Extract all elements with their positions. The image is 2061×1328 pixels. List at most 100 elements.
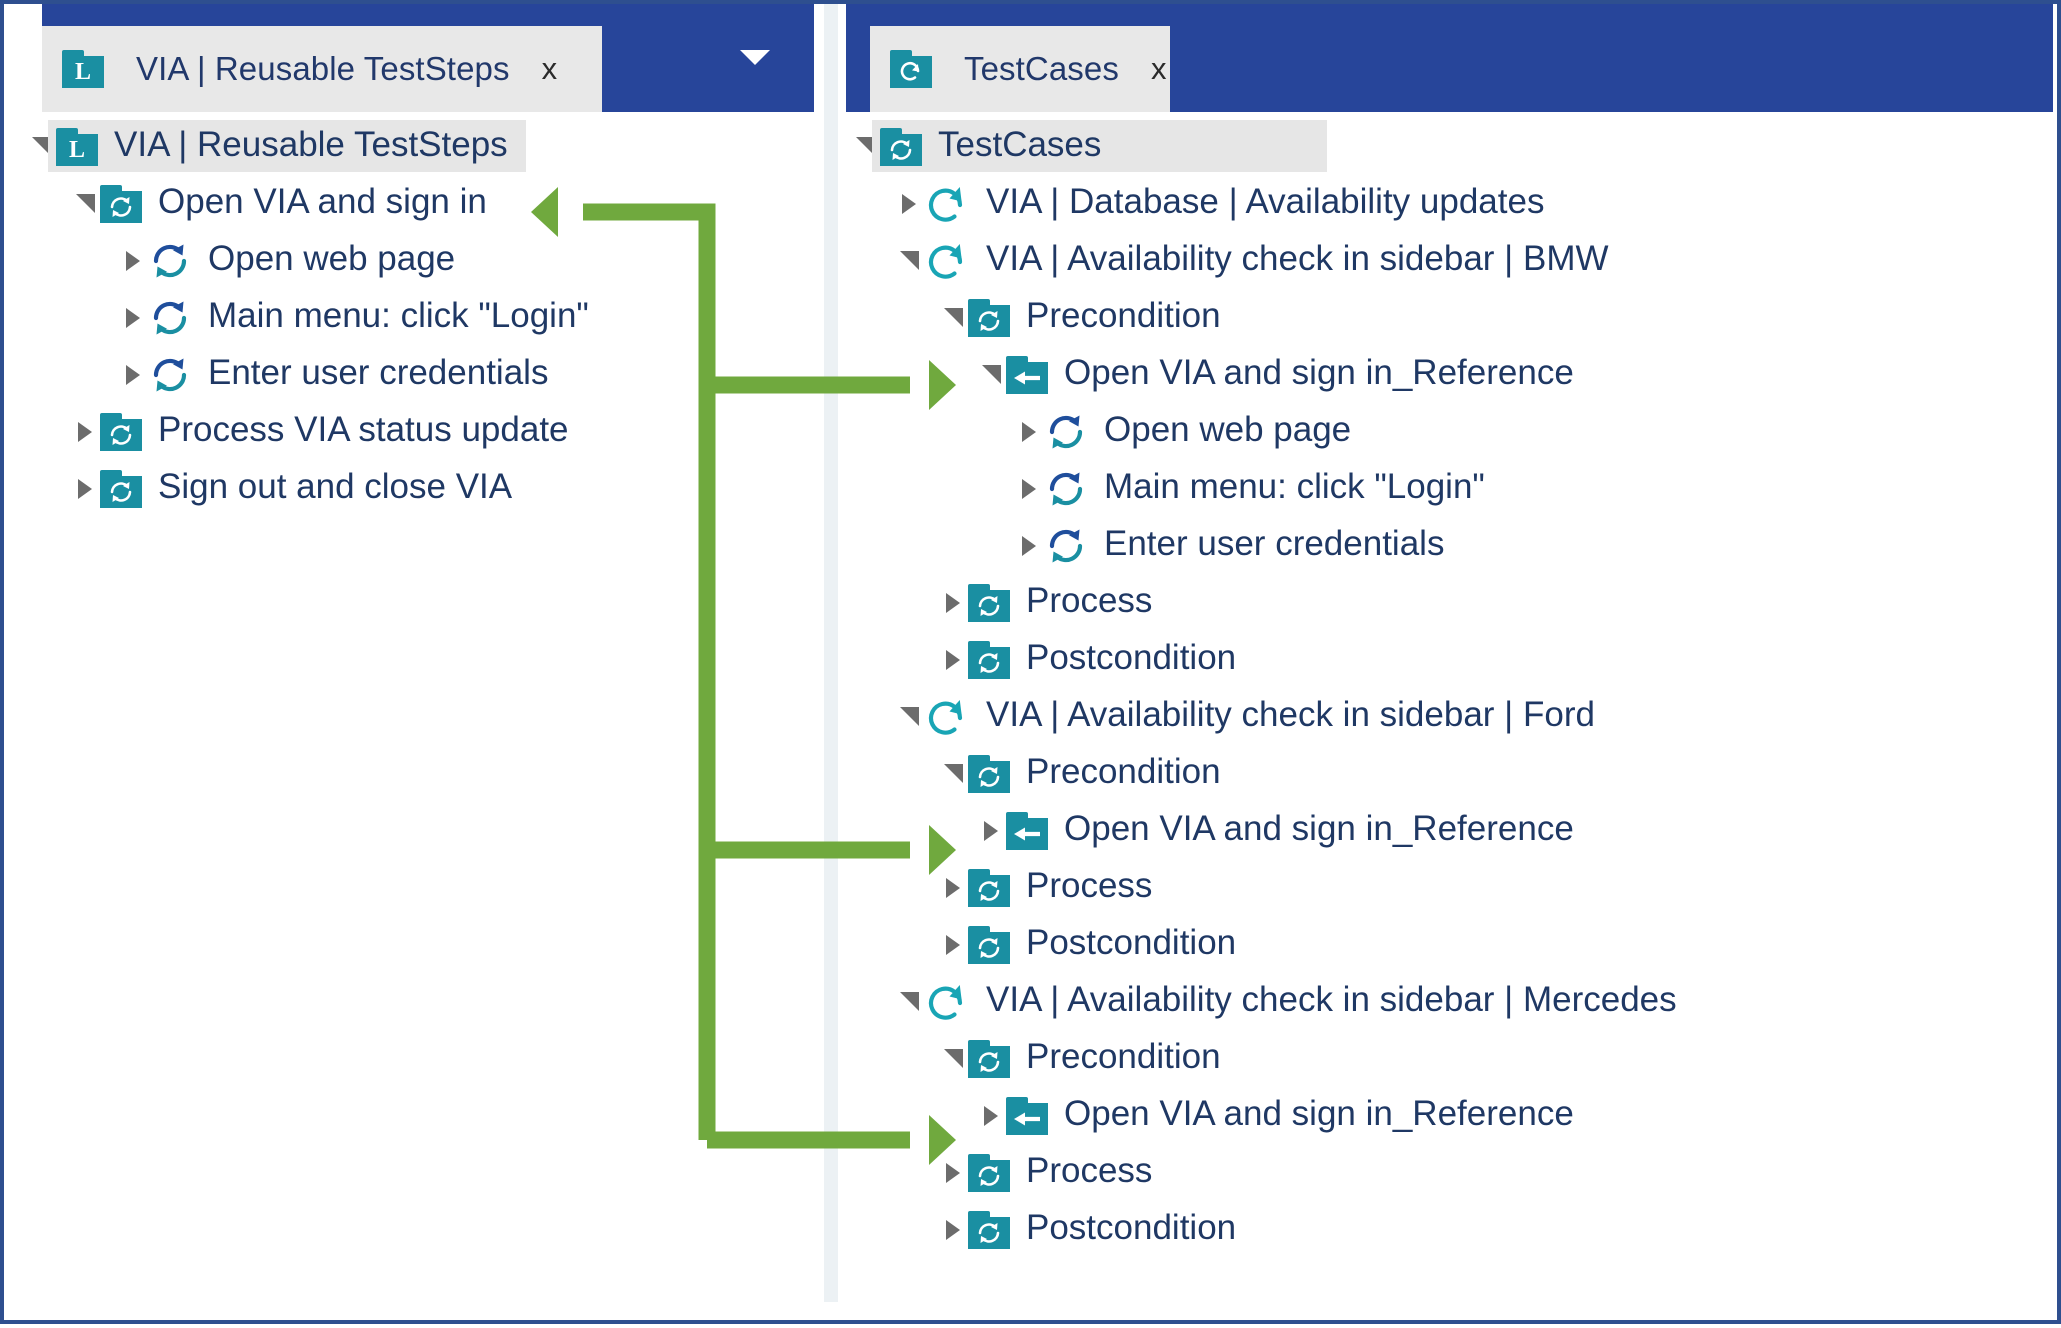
tree-item-label: VIA | Availability check in sidebar | Me…: [986, 980, 1677, 1019]
chevron-expanded-icon[interactable]: [26, 118, 56, 175]
tree-item[interactable]: Main menu: click "Login": [8, 289, 814, 346]
tree-item[interactable]: Precondition: [846, 745, 2053, 802]
tree-item[interactable]: Postcondition: [846, 1201, 2053, 1258]
tree-item-label: Precondition: [1026, 1037, 1221, 1076]
tree-item[interactable]: Open VIA and sign in: [8, 175, 814, 232]
tree-item[interactable]: Open VIA and sign in_Reference: [846, 1087, 2053, 1144]
testcase-circle-icon: [924, 238, 970, 284]
close-icon[interactable]: x: [541, 51, 558, 86]
action-refresh-icon: [1044, 467, 1088, 511]
chevron-expanded-icon[interactable]: [894, 973, 924, 1030]
chevron-collapsed-icon[interactable]: [976, 802, 1006, 859]
chevron-expanded-icon[interactable]: [894, 232, 924, 289]
phase-folder-icon: [968, 583, 1010, 622]
tree-item-label: Precondition: [1026, 752, 1221, 791]
chevron-collapsed-icon[interactable]: [118, 289, 148, 346]
library-folder-icon: L: [62, 50, 104, 88]
right-tabstrip: TestCases x: [846, 4, 2053, 112]
tree-item[interactable]: Precondition: [846, 289, 2053, 346]
vertical-scrollbar[interactable]: [824, 4, 838, 1302]
phase-folder-icon: [968, 925, 1010, 964]
action-refresh-icon: [1044, 524, 1088, 568]
tree-item[interactable]: Main menu: click "Login": [846, 460, 2053, 517]
chevron-collapsed-icon[interactable]: [894, 175, 924, 232]
tree-item[interactable]: VIA | Availability check in sidebar | BM…: [846, 232, 2053, 289]
tree-item-label: Postcondition: [1026, 638, 1237, 677]
chevron-expanded-icon[interactable]: [70, 175, 100, 232]
chevron-collapsed-icon[interactable]: [70, 403, 100, 460]
tree-item[interactable]: Enter user credentials: [8, 346, 814, 403]
teststep-folder-icon: [100, 412, 142, 451]
teststep-folder-icon: [100, 469, 142, 508]
testcase-circle-icon: [924, 979, 970, 1025]
tree-item[interactable]: Process: [846, 574, 2053, 631]
chevron-down-icon[interactable]: [740, 50, 770, 65]
chevron-collapsed-icon[interactable]: [1014, 460, 1044, 517]
teststep-folder-icon: [100, 184, 142, 223]
tree-item[interactable]: Postcondition: [846, 916, 2053, 973]
tree-item[interactable]: VIA | Availability check in sidebar | Me…: [846, 973, 2053, 1030]
chevron-collapsed-icon[interactable]: [118, 232, 148, 289]
chevron-expanded-icon[interactable]: [938, 745, 968, 802]
action-refresh-icon: [148, 353, 192, 397]
testcase-circle-icon: [924, 181, 970, 227]
tree-item[interactable]: Enter user credentials: [846, 517, 2053, 574]
tree-item[interactable]: Process VIA status update: [8, 403, 814, 460]
chevron-expanded-icon[interactable]: [938, 289, 968, 346]
tree-item[interactable]: Open web page: [8, 232, 814, 289]
close-icon[interactable]: x: [1150, 51, 1167, 86]
chevron-expanded-icon[interactable]: [976, 346, 1006, 403]
chevron-expanded-icon[interactable]: [938, 1030, 968, 1087]
tree-item[interactable]: Postcondition: [846, 631, 2053, 688]
tree-item[interactable]: VIA | Database | Availability updates: [846, 175, 2053, 232]
tab-reusable-teststeps-label: VIA | Reusable TestSteps: [136, 50, 510, 87]
tree-item[interactable]: VIA | Availability check in sidebar | Fo…: [846, 688, 2053, 745]
tree-item-label: Postcondition: [1026, 923, 1237, 962]
tree-item[interactable]: Process: [846, 859, 2053, 916]
reference-folder-icon: [1006, 1096, 1048, 1135]
chevron-collapsed-icon[interactable]: [938, 916, 968, 973]
tree-item-label: Enter user credentials: [1104, 524, 1445, 563]
action-refresh-icon: [1044, 410, 1088, 454]
tree-item[interactable]: Precondition: [846, 1030, 2053, 1087]
chevron-collapsed-icon[interactable]: [938, 631, 968, 688]
tree-item-label: Main menu: click "Login": [208, 296, 589, 335]
chevron-collapsed-icon[interactable]: [1014, 517, 1044, 574]
tree-item[interactable]: Process: [846, 1144, 2053, 1201]
phase-folder-icon: [968, 298, 1010, 337]
tree-item-label: TestCases: [938, 125, 1102, 164]
chevron-collapsed-icon[interactable]: [976, 1087, 1006, 1144]
tab-testcases[interactable]: TestCases x: [870, 26, 1170, 112]
tree-item[interactable]: Sign out and close VIA: [8, 460, 814, 517]
selection-highlight: [872, 120, 1327, 172]
tree-item-label: Process: [1026, 581, 1153, 620]
chevron-collapsed-icon[interactable]: [70, 460, 100, 517]
tree-item[interactable]: Open VIA and sign in_Reference: [846, 346, 2053, 403]
phase-folder-icon: [968, 1153, 1010, 1192]
chevron-expanded-icon[interactable]: [850, 118, 880, 175]
chevron-collapsed-icon[interactable]: [938, 859, 968, 916]
chevron-collapsed-icon[interactable]: [1014, 403, 1044, 460]
tree-item-label: Open VIA and sign in_Reference: [1064, 1094, 1574, 1133]
chevron-collapsed-icon[interactable]: [938, 574, 968, 631]
tree-item-label: VIA | Availability check in sidebar | BM…: [986, 239, 1609, 278]
tree-item-label: Precondition: [1026, 296, 1221, 335]
tree-item[interactable]: Open web page: [846, 403, 2053, 460]
tree-item[interactable]: Open VIA and sign in_Reference: [846, 802, 2053, 859]
tab-reusable-teststeps[interactable]: L VIA | Reusable TestSteps x: [42, 26, 602, 112]
tree-item-label: Open web page: [1104, 410, 1352, 449]
tree-item-label: VIA | Database | Availability updates: [986, 182, 1545, 221]
tree-item-label: Open VIA and sign in_Reference: [1064, 353, 1574, 392]
chevron-collapsed-icon[interactable]: [938, 1201, 968, 1258]
tree-root-item[interactable]: TestCases: [846, 118, 2053, 175]
tree-item-label: Process: [1026, 866, 1153, 905]
phase-folder-icon: [968, 640, 1010, 679]
chevron-collapsed-icon[interactable]: [938, 1144, 968, 1201]
chevron-collapsed-icon[interactable]: [118, 346, 148, 403]
chevron-expanded-icon[interactable]: [894, 688, 924, 745]
